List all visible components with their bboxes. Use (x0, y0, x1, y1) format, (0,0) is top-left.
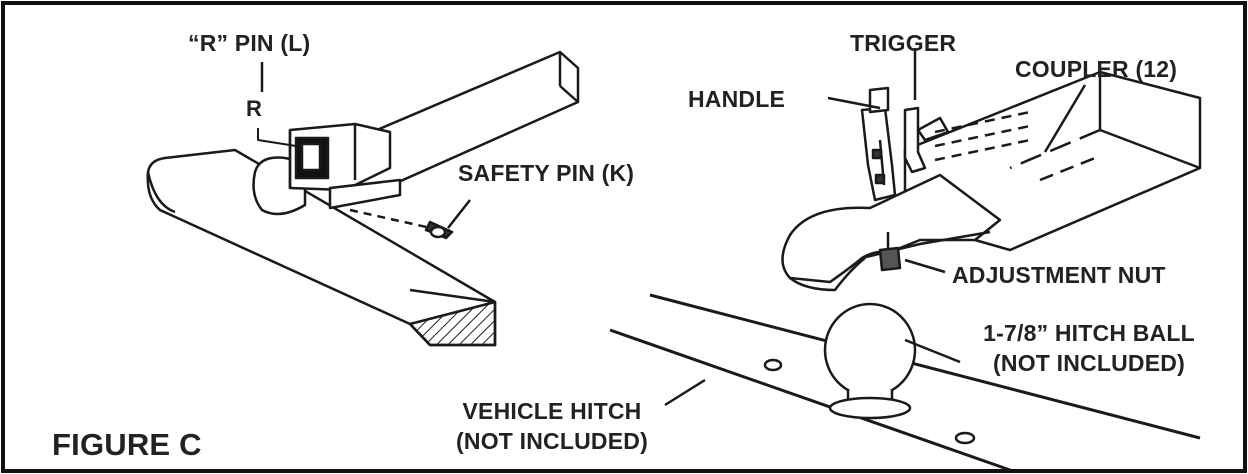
hitch-ball-label-line2: (NOT INCLUDED) (993, 350, 1185, 376)
safety-pin-label: SAFETY PIN (K) (458, 160, 635, 186)
coupler-label: COUPLER (12) (1015, 56, 1178, 82)
figure-title: FIGURE C (52, 427, 202, 462)
vehicle-hitch-label-line1: VEHICLE HITCH (462, 398, 642, 424)
right-assembly-drawing (609, 48, 1202, 472)
left-assembly-drawing (146, 50, 580, 347)
trigger-label: TRIGGER (850, 30, 957, 56)
r-pin-letter: R (246, 96, 263, 121)
vehicle-hitch-label-line2: (NOT INCLUDED) (456, 428, 648, 454)
hitch-ball-label-line1: 1-7/8” HITCH BALL (983, 320, 1195, 346)
r-pin-label: “R” PIN (L) (188, 30, 311, 56)
handle-label: HANDLE (688, 86, 786, 112)
adjustment-nut-label: ADJUSTMENT NUT (952, 262, 1166, 288)
